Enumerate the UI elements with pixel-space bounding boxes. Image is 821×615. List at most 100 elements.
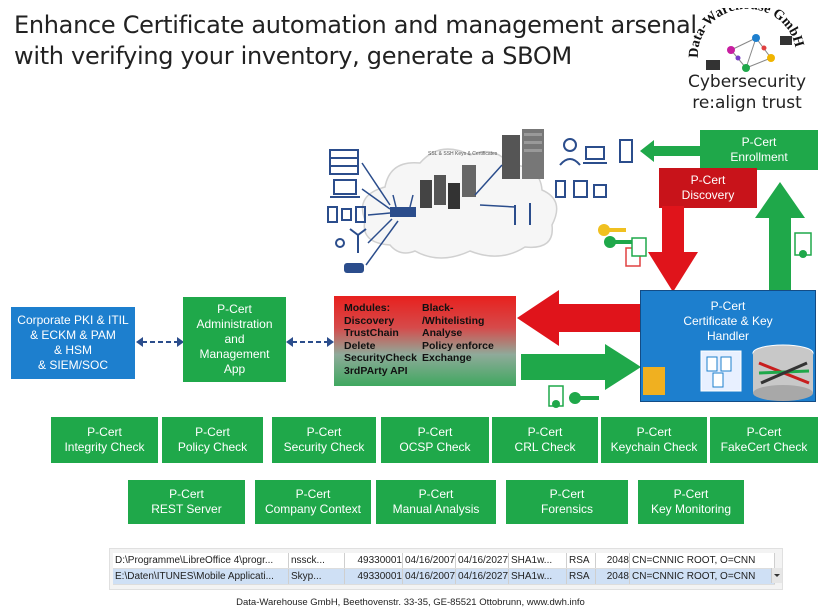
p-cert-discovery-box: P-Cert Discovery — [659, 168, 757, 208]
footer-address: Data-Warehouse GmbH, Beethovenstr. 33-35… — [236, 597, 585, 608]
dashed-connector-1 — [136, 337, 184, 347]
module-item: TrustChain — [344, 327, 399, 339]
table-row[interactable]: D:\Programme\LibreOffice 4\progr...nssck… — [113, 553, 775, 569]
module-item: Delete — [344, 339, 376, 352]
company-logo: Data-Warehouse GmbH Cybersecurity re:ali… — [676, 0, 818, 120]
service-label-1: P-Cert — [549, 487, 585, 501]
database-storage-icon — [700, 344, 814, 401]
service-label-1: P-Cert — [295, 487, 331, 501]
handler-label-3: Handler — [706, 329, 750, 343]
service-label-1: P-Cert — [673, 487, 709, 501]
check-label-1: P-Cert — [417, 425, 453, 439]
title-line-1: Enhance Certificate automation and manag… — [14, 11, 697, 39]
table-cell: 49330001 — [345, 569, 403, 584]
arrow-up-green — [755, 182, 805, 290]
dashed-connector-2 — [286, 337, 334, 347]
corporate-label-2: & ECKM & PAM — [30, 328, 116, 342]
data-center-icon — [502, 129, 544, 179]
certificate-inventory-table: D:\Programme\LibreOffice 4\progr...nssck… — [109, 548, 783, 590]
check-label-1: P-Cert — [527, 425, 563, 439]
service-label-1: P-Cert — [169, 487, 204, 501]
arrow-left-enrollment — [640, 140, 702, 162]
check-label-2: Security Check — [283, 440, 365, 454]
logo-tagline-2: re:align trust — [692, 93, 802, 113]
check-label-1: P-Cert — [636, 425, 672, 439]
admin-label-5: App — [223, 362, 246, 376]
service-label-2: Forensics — [540, 502, 593, 516]
admin-label-4: Management — [199, 347, 270, 361]
logo-tagline-1: Cybersecurity — [687, 72, 807, 92]
handler-sticky-note — [643, 367, 665, 395]
check-label-2: CRL Check — [514, 440, 576, 454]
dropdown-chevron-icon[interactable] — [771, 568, 782, 583]
check-label-2: FakeCert Check — [720, 440, 808, 454]
modules-left-list: Modules: Discovery TrustChain Delete Sec… — [344, 302, 417, 377]
enrollment-label-2: Enrollment — [730, 150, 788, 164]
table-cell: CN=CNNIC ROOT, O=CNN — [630, 569, 775, 584]
service-label-2: Key Monitoring — [650, 502, 732, 516]
table-cell: SHA1w... — [509, 569, 567, 584]
logo-network-icon: Data-Warehouse GmbH — [687, 0, 807, 72]
table-row[interactable]: E:\Daten\ITUNES\Mobile Applicati...Skyp.… — [113, 569, 775, 585]
table-cell: nssck... — [289, 553, 345, 568]
corporate-label-3: & HSM — [53, 343, 92, 357]
table-cell: 2048 — [596, 569, 630, 584]
module-item: 3rdPArty API — [344, 364, 408, 377]
corporate-label-4: & SIEM/SOC — [37, 358, 108, 372]
certificate-icon-right — [794, 232, 812, 258]
arrow-down-red — [648, 206, 698, 292]
service-label-1: P-Cert — [418, 487, 454, 501]
p-cert-enrollment-box: P-Cert Enrollment — [700, 130, 818, 170]
table-cell: D:\Programme\LibreOffice 4\progr... — [113, 553, 289, 568]
table-cell: 04/16/2027 — [458, 569, 509, 584]
module-item: Discovery — [344, 314, 395, 327]
check-label-2: Keychain Check — [610, 440, 698, 454]
corporate-pki-box: Corporate PKI & ITIL & ECKM & PAM & HSM … — [11, 307, 135, 379]
p-cert-admin-app-box: P-Cert Administration and Management App — [183, 297, 286, 382]
p-cert-handler-box: P-Cert Certificate & Key Handler — [640, 290, 816, 402]
table-cell: SHA1w... — [509, 553, 567, 568]
table-cell: RSA — [567, 569, 596, 584]
enrollment-label-1: P-Cert — [741, 135, 777, 149]
keys-certificates-icon — [598, 224, 647, 267]
corporate-label-1: Corporate PKI & ITIL — [17, 313, 129, 327]
discovery-label-2: Discovery — [681, 188, 735, 202]
slide-title: Enhance Certificate automation and manag… — [14, 10, 697, 72]
logo-arc-text: Data-Warehouse GmbH — [687, 0, 807, 58]
table-cell: 04/16/2027 — [458, 553, 509, 568]
service-label-2: REST Server — [151, 502, 222, 516]
check-label-1: P-Cert — [306, 425, 342, 439]
title-line-2: with verifying your inventory, generate … — [14, 42, 572, 70]
phone-icon — [619, 139, 633, 163]
discovery-label-1: P-Cert — [690, 173, 726, 187]
cloud-servers-icon — [420, 165, 476, 209]
module-item: SecurityCheck — [344, 352, 417, 364]
module-item: Modules: — [344, 302, 391, 314]
network-cloud-illustration: SSL & SSH Keys & Certificates — [327, 129, 633, 273]
certificate-key-icon-bottom — [548, 385, 599, 408]
check-label-2: OCSP Check — [399, 440, 471, 454]
iot-devices-icon — [514, 180, 607, 225]
cloud-label: SSL & SSH Keys & Certificates — [428, 151, 498, 157]
service-label-2: Company Context — [264, 502, 362, 516]
admin-label-3: and — [224, 332, 245, 346]
check-label-2: Policy Check — [177, 440, 248, 454]
service-label-2: Manual Analysis — [392, 502, 480, 516]
check-label-1: P-Cert — [87, 425, 122, 439]
modules-right-list: Black- /Whitelisting Analyse Policy enfo… — [422, 302, 494, 365]
wind-turbine-icon — [335, 228, 367, 253]
table-cell: 49330001 — [345, 553, 403, 568]
module-item: Policy enforce — [422, 339, 494, 352]
admin-label-1: P-Cert — [217, 302, 252, 316]
table-cell: RSA — [567, 553, 596, 568]
module-item: /Whitelisting — [422, 314, 485, 327]
